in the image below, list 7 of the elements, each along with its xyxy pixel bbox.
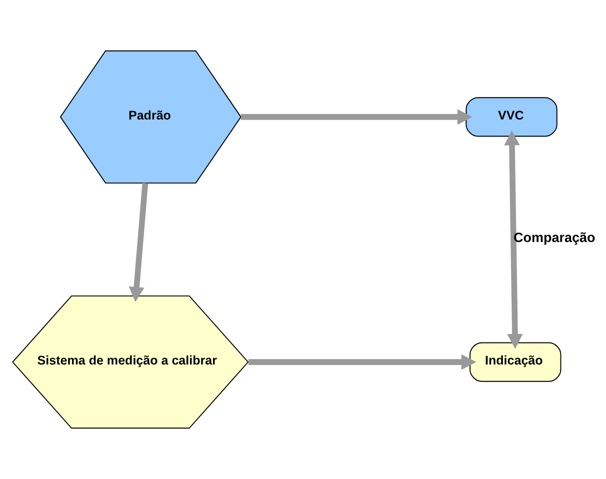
node-box: VVC bbox=[466, 97, 558, 137]
node-box: Indicação bbox=[470, 342, 562, 382]
arrow bbox=[504, 130, 523, 349]
arrow bbox=[240, 109, 472, 125]
edge-label: Comparação bbox=[513, 230, 596, 246]
arrow bbox=[128, 182, 148, 302]
arrow bbox=[248, 354, 476, 370]
